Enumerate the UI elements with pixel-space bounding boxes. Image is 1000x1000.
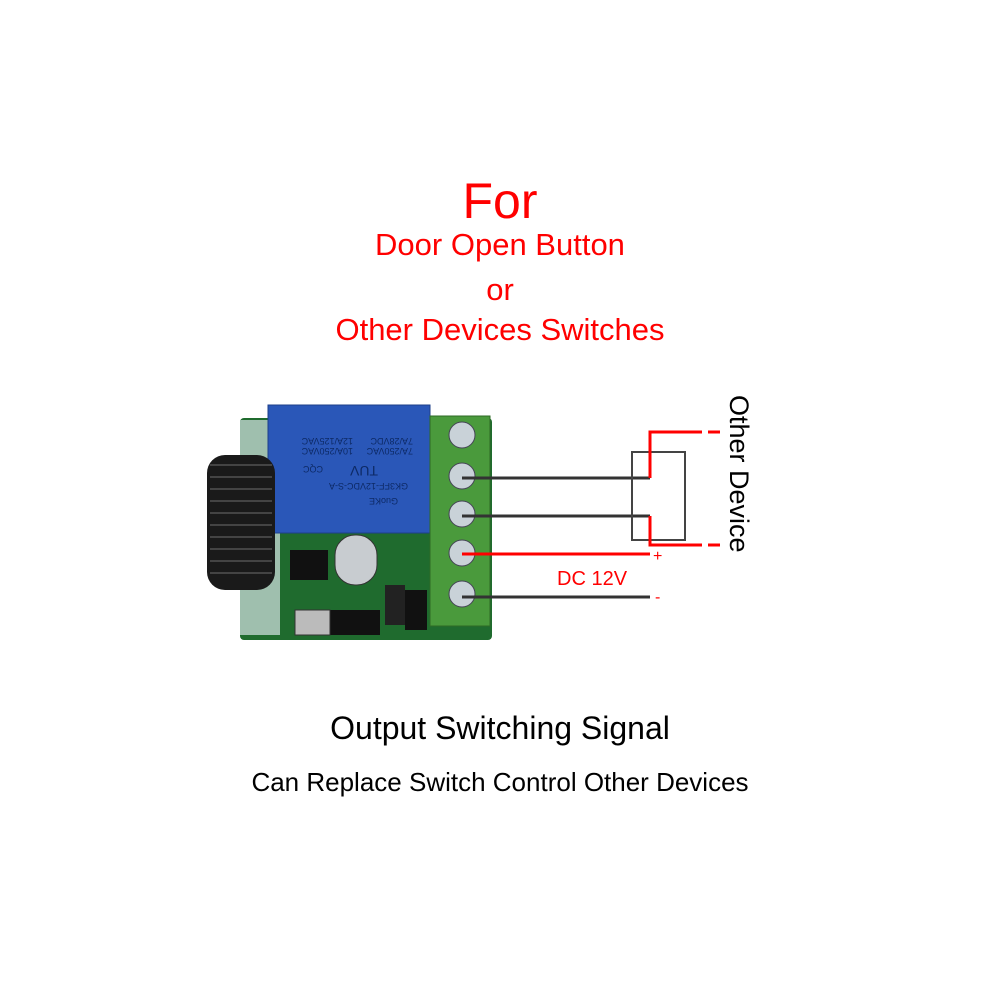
relay-label: 7A/28VDC	[370, 436, 413, 446]
device-box	[631, 451, 686, 541]
device-lead-bottom	[648, 516, 690, 547]
relay-label: 12A/125VAC	[301, 436, 353, 446]
capacitor	[334, 534, 378, 586]
title-door-open-button: Door Open Button	[375, 227, 625, 262]
push-button	[294, 609, 331, 636]
title-for: For	[462, 173, 538, 229]
chip-3	[385, 585, 405, 625]
title-other-devices: Other Devices Switches	[335, 312, 665, 347]
title-or: or	[486, 272, 514, 307]
relay-label: GK3FF-12VDC-S-A	[329, 481, 408, 491]
relay-label: CQC	[303, 464, 324, 474]
device-lead-top	[648, 430, 690, 478]
relay-label: TUV	[349, 463, 378, 479]
chip-2	[330, 610, 380, 635]
dc-12v-label: DC 12V	[557, 568, 628, 590]
relay-label: GuoKE	[369, 496, 398, 506]
plus-label: +	[653, 548, 662, 565]
caption-title: Output Switching Signal	[330, 710, 670, 746]
relay	[267, 404, 431, 534]
caption-subtitle: Can Replace Switch Control Other Devices	[251, 767, 749, 797]
terminal-screws	[448, 421, 476, 608]
antenna-coil	[207, 455, 275, 590]
ic-chip	[290, 550, 328, 580]
relay-label: 10A/250VAC	[301, 446, 353, 456]
other-device-label: Other Device	[724, 395, 754, 553]
chip-4	[405, 590, 427, 630]
relay-label: 7A/250VAC	[366, 446, 413, 456]
minus-label: -	[655, 589, 660, 606]
